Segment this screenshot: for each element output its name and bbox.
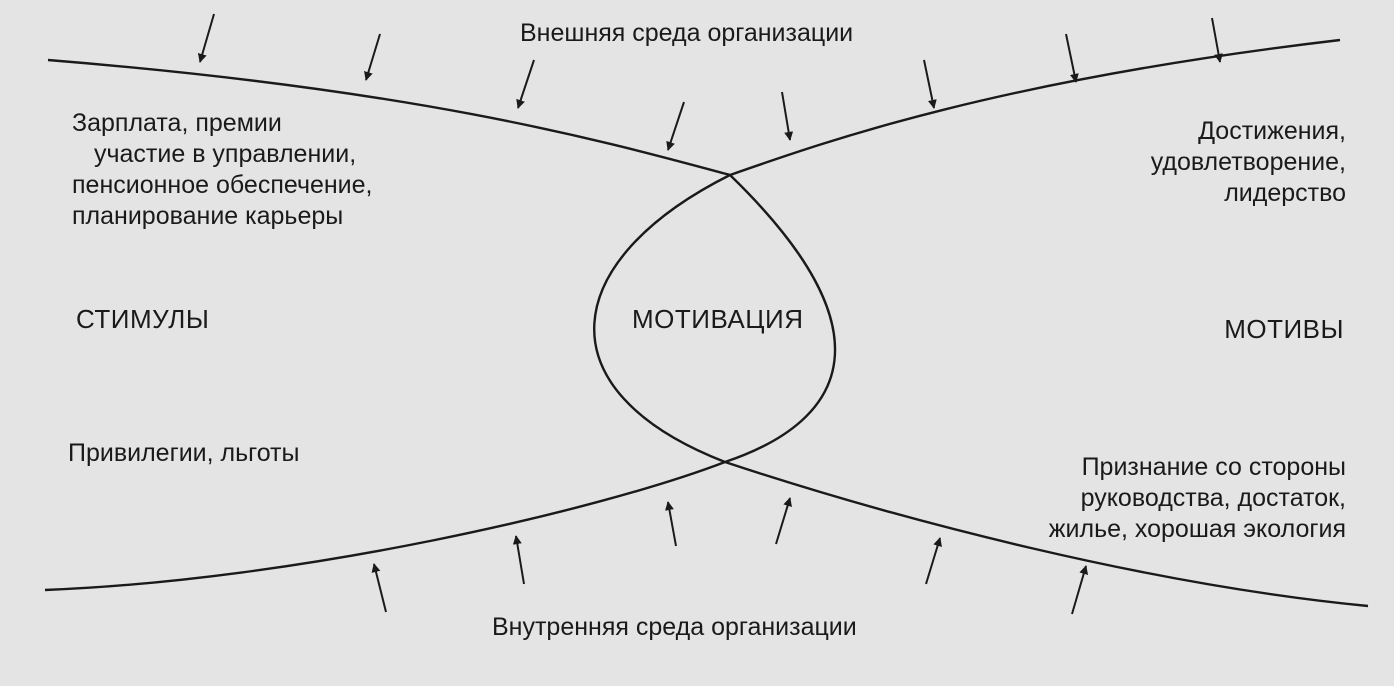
stimuli-bottom-line: Привилегии, льготы — [68, 439, 300, 467]
arrow-down — [666, 101, 685, 151]
motives-top-line: удовлетворение, — [1150, 148, 1346, 176]
stimuli-top-line: планирование карьеры — [72, 202, 344, 230]
arrow-down — [197, 13, 215, 63]
stimuli-bottom-list: Привилегии, льготы — [68, 438, 299, 469]
internal-influence-arrows — [371, 497, 1089, 615]
stimuli-top-line: Зарплата, премии — [72, 109, 282, 137]
arrow-down — [1211, 17, 1223, 63]
motives-bottom-line: жилье, хорошая экология — [1048, 515, 1346, 543]
motives-top-list: Достижения, удовлетворение, лидерство — [1151, 116, 1346, 209]
motives-top-line: лидерство — [1224, 179, 1346, 207]
curve-top-left-to-bottom-right — [47, 58, 1369, 608]
arrow-up — [925, 537, 942, 585]
arrow-down — [364, 33, 381, 81]
internal-environment-label: Внутренняя среда организации — [492, 613, 857, 641]
arrow-down — [516, 59, 535, 109]
external-environment-label: Внешняя среда организации — [520, 19, 854, 47]
motives-bottom-line: руководства, достаток, — [1080, 484, 1346, 512]
motives-bottom-list: Признание со стороны руководства, достат… — [1049, 452, 1346, 545]
arrow-down — [923, 59, 937, 109]
arrow-up — [1071, 565, 1089, 615]
curve-top-right-to-bottom-left — [44, 38, 1341, 592]
external-influence-arrows — [197, 13, 1223, 151]
arrow-up — [371, 563, 387, 613]
arrow-up — [512, 535, 525, 585]
motives-bottom-line: Признание со стороны — [1081, 453, 1346, 481]
stimuli-top-list: Зарплата, премии участие в управлении, п… — [72, 108, 373, 232]
stimuli-top-line: участие в управлении, — [94, 140, 357, 168]
arrow-down — [781, 91, 794, 141]
motives-top-line: Достижения, — [1198, 117, 1346, 145]
arrow-up — [775, 497, 792, 545]
arrow-down — [1065, 33, 1079, 83]
motivation-center-label: МОТИВАЦИЯ — [632, 304, 804, 334]
stimuli-top-line: пенсионное обеспечение, — [72, 171, 373, 199]
arrow-up — [665, 501, 677, 547]
motives-title: МОТИВЫ — [1224, 314, 1344, 344]
stimuli-title: СТИМУЛЫ — [76, 304, 210, 334]
